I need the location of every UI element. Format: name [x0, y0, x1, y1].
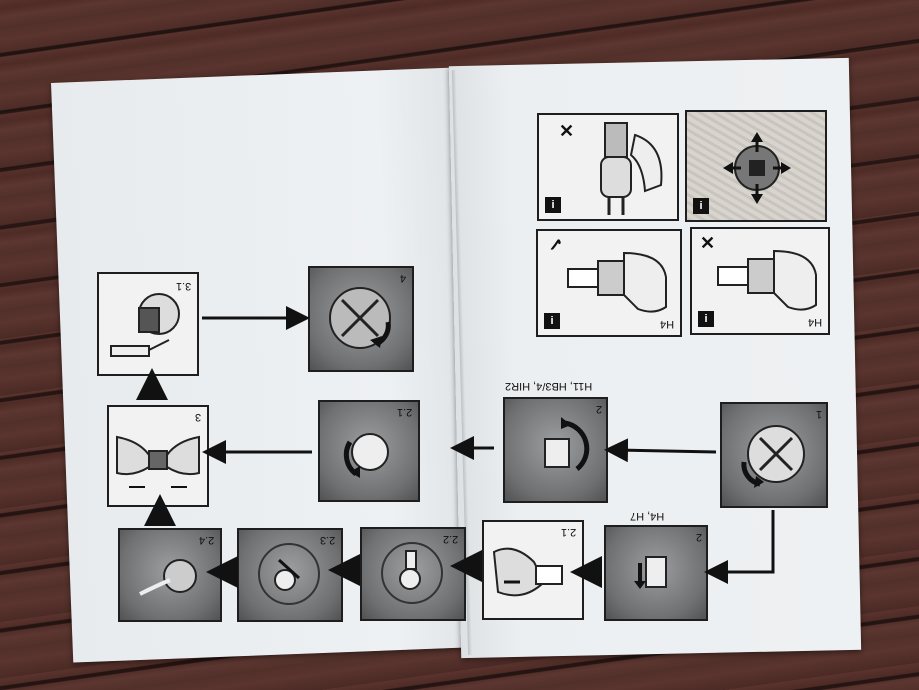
- rotate-arrow-icon: [343, 433, 389, 478]
- bulb-icon: [634, 556, 667, 589]
- panel-h4-correct: ✓ i H4: [536, 229, 682, 337]
- step-number: 2.4: [198, 534, 214, 546]
- bulb-icon: [110, 293, 180, 357]
- step-number: 1: [815, 408, 822, 420]
- bulb-icon: [567, 251, 667, 313]
- panel-step-2-2: 2.2: [360, 527, 466, 621]
- panel-step-2-1: 2.1: [318, 400, 420, 502]
- check-mark-icon: ✓: [548, 234, 564, 254]
- bulb-icon: [492, 547, 563, 597]
- panel-step-2-1-hands: 2.1: [482, 520, 584, 620]
- step-number: 3.1: [175, 280, 191, 292]
- bulb-icon: [116, 435, 200, 488]
- panel-step-1: 1: [720, 402, 828, 508]
- adjust-arrows-icon: [723, 132, 791, 204]
- panel-bulb-wrong-grip: ✕ i: [537, 113, 679, 221]
- info-icon: i: [693, 198, 709, 214]
- panel-step-2-4: 2.4: [118, 528, 222, 622]
- cross-mark-icon: ✕: [559, 121, 575, 141]
- panel-step-4: 4: [308, 266, 414, 372]
- panel-h4-wrong: ✕ i H4: [690, 227, 830, 335]
- step-number: 2: [595, 403, 602, 415]
- bulb-icon: [139, 559, 197, 596]
- info-icon: i: [545, 197, 561, 213]
- rotate-arrow-icon: [741, 425, 805, 488]
- bulb-icon: [381, 542, 443, 604]
- step-number: 2.1: [560, 526, 576, 538]
- step-number: 2.1: [396, 406, 412, 418]
- panel-step-3-1: 3.1: [97, 272, 199, 376]
- step-number: 3: [194, 411, 201, 423]
- step-number: 2.2: [442, 533, 458, 545]
- caption-h4-h7-group: H4, H7: [630, 510, 665, 522]
- step-number: 2: [695, 531, 702, 543]
- info-icon: i: [544, 313, 560, 329]
- step-number: 4: [399, 272, 406, 284]
- bulb-icon: [600, 122, 663, 215]
- bulb-icon: [258, 543, 320, 605]
- info-icon: i: [698, 311, 714, 327]
- panel-adjust-dial: i: [685, 110, 827, 222]
- bulb-icon: [544, 417, 590, 471]
- rotate-arrow-icon: [329, 287, 391, 349]
- bulb-icon: [717, 249, 817, 311]
- step-number: 2.3: [319, 534, 335, 546]
- panel-step-2-h11: 2: [503, 397, 608, 503]
- caption-h11-group: H11, HB3/4, HIR2: [505, 380, 593, 392]
- panel-step-2-3: 2.3: [237, 528, 343, 622]
- caption-h4: H4: [807, 316, 822, 328]
- cross-mark-icon: ✕: [700, 233, 716, 253]
- caption-h4: H4: [659, 318, 674, 330]
- panel-step-3: 3: [107, 405, 209, 507]
- panel-step-2-h4: 2: [604, 525, 708, 621]
